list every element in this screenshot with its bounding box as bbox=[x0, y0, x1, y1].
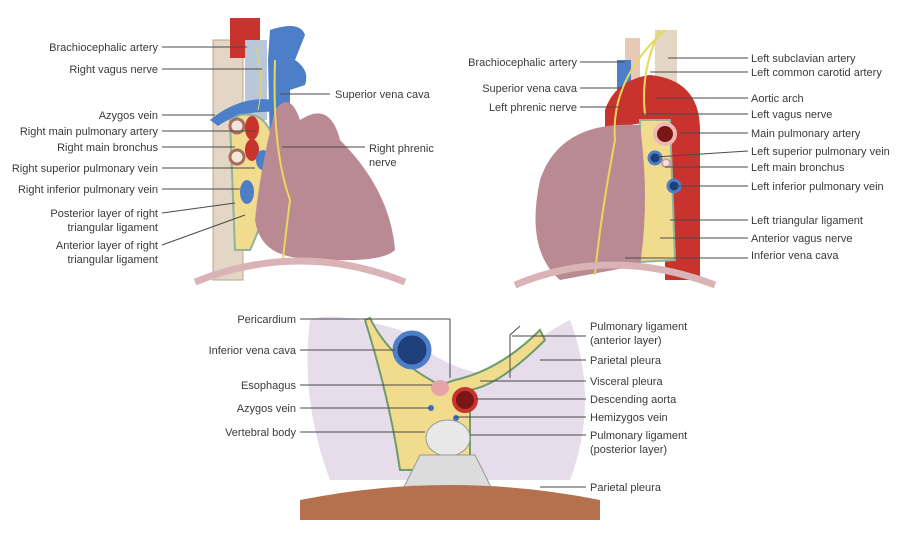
label-posterior-layer-line1: Posterior layer of right bbox=[50, 208, 158, 220]
label-right-inferior-pulmonary-vein: Right inferior pulmonary vein bbox=[18, 184, 158, 196]
main-pulmonary-artery-shape bbox=[653, 122, 677, 146]
diaphragm-shape bbox=[193, 257, 407, 286]
label-left-phrenic-nerve: Left phrenic nerve bbox=[489, 102, 577, 114]
label-right-vagus-nerve: Right vagus nerve bbox=[69, 64, 158, 76]
label-aortic-arch: Aortic arch bbox=[751, 93, 804, 105]
label-left-superior-pulmonary-vein: Left superior pulmonary vein bbox=[751, 146, 890, 158]
label-right-phrenic-line1: Right phrenic bbox=[369, 143, 434, 155]
label-hemizygos-vein: Hemizygos vein bbox=[590, 412, 668, 424]
pulmonary-artery-shape bbox=[245, 116, 259, 140]
vertebral-body-shape bbox=[425, 419, 471, 457]
leader-lines bbox=[161, 46, 749, 488]
label-pulmonary-ligament-posterior-line1: Pulmonary ligament bbox=[590, 430, 687, 442]
label-superior-vena-cava: Superior vena cava bbox=[482, 83, 578, 95]
phrenic-nerve-shape bbox=[273, 59, 292, 259]
label-left-inferior-pulmonary-vein: Left inferior pulmonary vein bbox=[751, 181, 884, 193]
label-azygos-vein: Azygos vein bbox=[237, 403, 296, 415]
label-anterior-vagus-nerve: Anterior vagus nerve bbox=[751, 233, 853, 245]
back-muscle-shape bbox=[300, 485, 600, 520]
label-inferior-vena-cava: Inferior vena cava bbox=[209, 345, 297, 357]
esophagus-shape bbox=[431, 380, 449, 396]
label-left-vagus-nerve: Left vagus nerve bbox=[751, 109, 832, 121]
label-brachiocephalic-artery: Brachiocephalic artery bbox=[468, 57, 577, 69]
label-pulmonary-ligament-anterior-line1: Pulmonary ligament bbox=[590, 321, 687, 333]
label-posterior-layer-line2: triangular ligament bbox=[68, 222, 159, 234]
left-phrenic-nerve-shape bbox=[594, 29, 666, 276]
label-pericardium: Pericardium bbox=[237, 314, 296, 326]
aorta-shape bbox=[605, 75, 700, 280]
label-anterior-layer-line2: triangular ligament bbox=[68, 254, 159, 266]
vagus-nerve-shape bbox=[254, 44, 262, 111]
label-right-main-bronchus: Right main bronchus bbox=[57, 142, 158, 154]
label-esophagus: Esophagus bbox=[241, 380, 297, 392]
descending-aorta-shape bbox=[452, 387, 478, 413]
bronchus-shape bbox=[228, 148, 246, 166]
left-main-bronchus-shape bbox=[661, 158, 671, 168]
label-left-common-carotid-artery: Left common carotid artery bbox=[751, 67, 882, 79]
inferior-pulmonary-vein-shape bbox=[240, 180, 254, 204]
pulmonary-artery-shape bbox=[245, 139, 259, 161]
label-main-pulmonary-artery: Main pulmonary artery bbox=[751, 128, 861, 140]
label-left-subclavian-artery: Left subclavian artery bbox=[751, 53, 856, 65]
label-pulmonary-ligament-posterior-line2: (posterior layer) bbox=[590, 444, 667, 456]
diaphragm-shape bbox=[513, 261, 717, 289]
label-azygos-vein: Azygos vein bbox=[99, 110, 158, 122]
label-right-superior-pulmonary-vein: Right superior pulmonary vein bbox=[12, 163, 158, 175]
right-lateral-view bbox=[193, 18, 407, 286]
bronchus-shape bbox=[228, 117, 246, 135]
label-right-phrenic-line2: nerve bbox=[369, 157, 397, 169]
label-parietal-pleura-bottom: Parietal pleura bbox=[590, 482, 662, 494]
left-vagus-nerve-shape bbox=[643, 29, 661, 116]
left-superior-pulmonary-vein-shape bbox=[647, 150, 663, 166]
label-pulmonary-ligament-anterior-line2: (anterior layer) bbox=[590, 335, 662, 347]
label-superior-vena-cava: Superior vena cava bbox=[335, 89, 431, 101]
label-inferior-vena-cava: Inferior vena cava bbox=[751, 250, 839, 262]
label-brachiocephalic-artery: Brachiocephalic artery bbox=[49, 42, 158, 54]
label-anterior-layer-line1: Anterior layer of right bbox=[56, 240, 158, 252]
label-left-triangular-ligament: Left triangular ligament bbox=[751, 215, 863, 227]
label-vertebral-body: Vertebral body bbox=[225, 427, 296, 439]
label-descending-aorta: Descending aorta bbox=[590, 394, 677, 406]
azygos-vein-shape bbox=[428, 405, 434, 411]
heart-shape bbox=[255, 102, 395, 261]
label-left-main-bronchus: Left main bronchus bbox=[751, 162, 845, 174]
label-right-main-pulmonary-artery: Right main pulmonary artery bbox=[20, 126, 159, 138]
label-visceral-pleura: Visceral pleura bbox=[590, 376, 663, 388]
heart-shape bbox=[535, 124, 645, 280]
left-lateral-view bbox=[513, 29, 717, 289]
label-parietal-pleura-top: Parietal pleura bbox=[590, 355, 662, 367]
inferior-vena-cava-shape bbox=[392, 330, 432, 370]
